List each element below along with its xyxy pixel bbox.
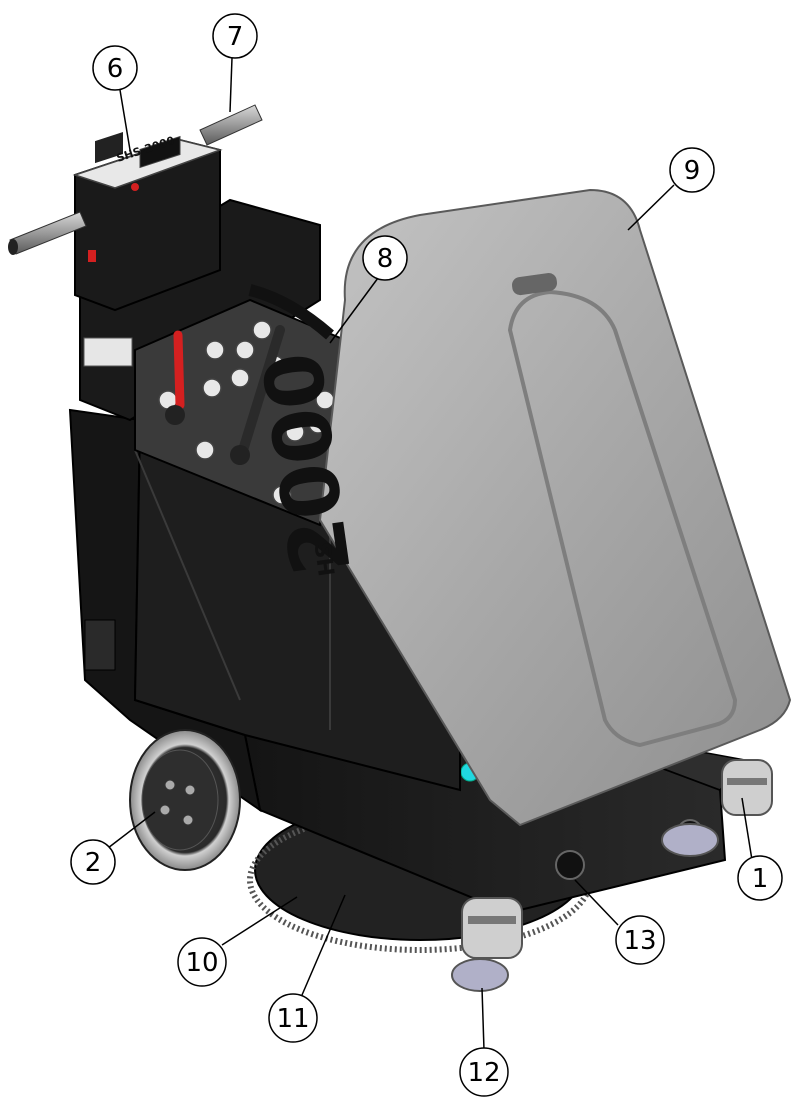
callout-12: 12 xyxy=(459,1047,509,1097)
control-console: SHS-2000 xyxy=(72,132,223,312)
leader-13 xyxy=(574,879,619,926)
svg-text:1: 1 xyxy=(752,864,769,894)
callout-9: 9 xyxy=(669,147,715,193)
console-charge-meter xyxy=(139,135,181,169)
svg-text:13: 13 xyxy=(623,926,656,956)
lid-model-suffix: HS xyxy=(311,540,341,577)
battery-cable xyxy=(235,325,285,465)
callout-13: 13 xyxy=(615,915,665,965)
callout-10: 10 xyxy=(177,937,227,987)
battery-tray xyxy=(134,284,347,527)
caster-rear-right xyxy=(721,759,773,816)
leader-8 xyxy=(329,277,379,344)
leader-9 xyxy=(627,184,675,231)
connector-port xyxy=(555,850,585,880)
svg-text:8: 8 xyxy=(377,244,394,274)
handle-bar xyxy=(8,104,263,255)
caster-front xyxy=(451,897,523,992)
leader-1 xyxy=(741,797,753,861)
caster-rear xyxy=(661,823,719,857)
callout-1: 1 xyxy=(737,855,783,901)
console-switch xyxy=(88,250,96,262)
leader-6 xyxy=(119,89,131,151)
callout-7: 7 xyxy=(212,13,258,59)
leader-11 xyxy=(301,894,346,996)
lid-recess xyxy=(507,289,738,748)
callout-11: 11 xyxy=(268,993,318,1043)
battery-hose xyxy=(248,284,334,340)
leader-12 xyxy=(481,987,485,1051)
side-bracket xyxy=(84,619,116,671)
lid-cover: 2000 HS xyxy=(246,188,791,827)
console-gauge xyxy=(95,132,123,164)
svg-text:12: 12 xyxy=(467,1058,500,1088)
svg-text:11: 11 xyxy=(276,1004,309,1034)
leader-7 xyxy=(229,57,233,113)
svg-text:9: 9 xyxy=(684,156,701,186)
battery-cable-red xyxy=(173,330,185,410)
lid-handle-slot xyxy=(512,273,558,296)
callout-6: 6 xyxy=(92,45,138,91)
leader-lines xyxy=(107,57,753,1051)
svg-text:2: 2 xyxy=(85,848,102,878)
callout-2: 2 xyxy=(70,839,116,885)
leader-2 xyxy=(107,811,156,849)
leader-10 xyxy=(221,896,298,946)
body-seam xyxy=(134,449,241,701)
drive-wheel xyxy=(129,729,241,871)
label-plate xyxy=(83,337,133,367)
svg-text:6: 6 xyxy=(107,54,124,84)
svg-text:7: 7 xyxy=(227,22,244,52)
console-red-button xyxy=(131,183,139,191)
callout-8: 8 xyxy=(362,235,408,281)
svg-text:10: 10 xyxy=(185,948,218,978)
handle-right xyxy=(199,104,263,146)
